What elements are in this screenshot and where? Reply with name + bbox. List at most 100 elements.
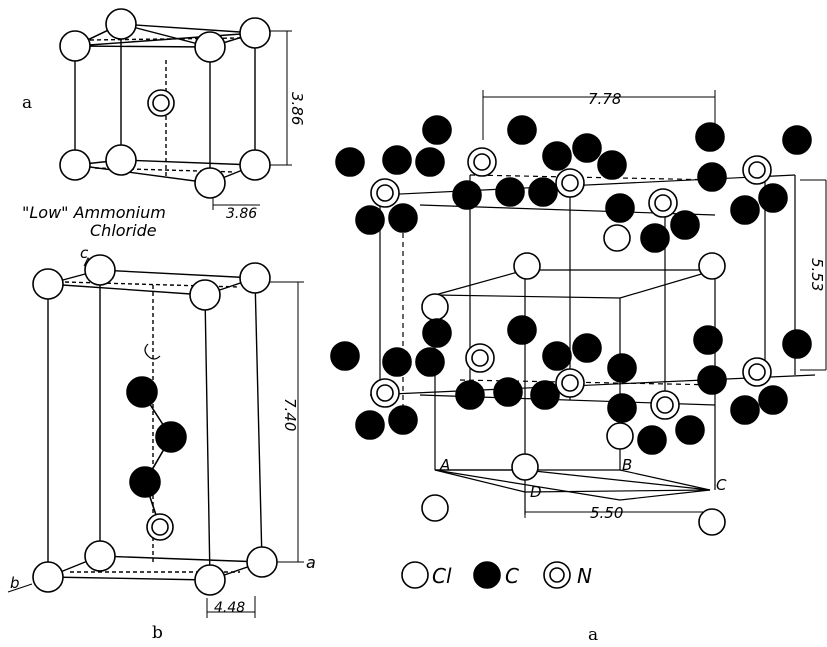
cl-atom: [189, 279, 221, 311]
cl-atom: [698, 252, 726, 280]
bottom-dimension-label: 5.50: [590, 504, 623, 522]
cl-atom: [59, 30, 91, 62]
c-atom: [388, 405, 418, 435]
c-atom: [388, 203, 418, 233]
c-atom: [758, 183, 788, 213]
cl-atom: [105, 144, 137, 176]
c-atom: [695, 122, 725, 152]
c-atom: [670, 210, 700, 240]
cl-atom: [239, 17, 271, 49]
cl-atom: [32, 268, 64, 300]
c-atom: [335, 147, 365, 177]
legend: Cl C N: [401, 561, 592, 589]
c-atom: [758, 385, 788, 415]
caption-line-2: Chloride: [90, 221, 157, 240]
n-atom: [648, 188, 678, 218]
c-atom: [637, 425, 667, 455]
c-atom: [355, 410, 385, 440]
c-atom: [605, 193, 635, 223]
c-atom: [640, 223, 670, 253]
c-atom: [422, 115, 452, 145]
c-atom: [415, 147, 445, 177]
c-atom: [572, 333, 602, 363]
n-atom: [742, 357, 772, 387]
height-dimension-label: 7.40: [281, 398, 299, 431]
n-atom: [370, 178, 400, 208]
n-atom: [146, 513, 174, 541]
cl-atom: [194, 167, 226, 199]
cl-atom: [84, 540, 116, 572]
cl-atom: [698, 508, 726, 536]
n-atom: [467, 147, 497, 177]
c-atom: [507, 115, 537, 145]
c-atom: [542, 141, 572, 171]
point-b-label: B: [622, 456, 632, 474]
c-atom: [155, 421, 187, 453]
n-atom: [742, 155, 772, 185]
c-atom: [528, 177, 558, 207]
legend-cl-label: Cl: [432, 564, 452, 588]
cl-atom: [194, 31, 226, 63]
c-atom: [495, 177, 525, 207]
cl-atom: [84, 254, 116, 286]
panel-a-letter: a: [22, 93, 32, 113]
c-atom: [330, 341, 360, 371]
axis-b-label: b: [10, 574, 20, 592]
c-atom: [422, 318, 452, 348]
point-c-label: C: [716, 476, 727, 494]
point-a-label: A: [439, 456, 450, 474]
c-atom: [693, 325, 723, 355]
cl-atom: [239, 149, 271, 181]
legend-c-icon: [473, 561, 501, 589]
cl-atom: [239, 262, 271, 294]
panel-low-ammonium-chloride: [74, 23, 292, 210]
c-atom: [782, 125, 812, 155]
cl-atom: [603, 224, 631, 252]
panel-right-letter: a: [588, 625, 598, 645]
top-dimension-label: 7.78: [588, 90, 621, 108]
c-atom: [452, 180, 482, 210]
panel-a-atoms: [59, 8, 271, 199]
c-atom: [697, 365, 727, 395]
c-atom: [782, 329, 812, 359]
c-atom: [455, 380, 485, 410]
c-atom: [675, 415, 705, 445]
c-atom: [493, 377, 523, 407]
n-atom: [555, 368, 585, 398]
panel-b-letter: b: [152, 623, 163, 643]
c-atom: [382, 347, 412, 377]
c-atom: [572, 133, 602, 163]
n-atom: [650, 390, 680, 420]
cl-atom: [194, 564, 226, 596]
caption-line-1: "Low" Ammonium: [22, 203, 166, 222]
c-atom: [530, 380, 560, 410]
cl-atom: [32, 561, 64, 593]
c-atom: [607, 393, 637, 423]
n-atom: [370, 378, 400, 408]
c-atom: [129, 466, 161, 498]
axis-a-label: a: [306, 553, 316, 572]
c-atom: [697, 162, 727, 192]
cl-atom: [513, 252, 541, 280]
panel-b-atoms: [32, 254, 278, 596]
panel-right-atoms: [330, 115, 812, 536]
axis-c-label: c: [80, 244, 89, 262]
legend-cl-icon: [401, 561, 429, 589]
c-atom: [730, 195, 760, 225]
c-atom: [730, 395, 760, 425]
n-atom: [147, 89, 175, 117]
cl-atom: [246, 546, 278, 578]
n-atom: [465, 343, 495, 373]
cl-atom: [606, 422, 634, 450]
c-atom: [507, 315, 537, 345]
c-atom: [355, 205, 385, 235]
height-dimension-label: 3.86: [288, 92, 306, 125]
legend-n-label: N: [577, 564, 592, 588]
c-atom: [126, 376, 158, 408]
cl-atom: [421, 293, 449, 321]
c-atom: [542, 341, 572, 371]
cl-atom: [511, 453, 539, 481]
cl-atom: [59, 149, 91, 181]
point-d-label: D: [530, 483, 542, 501]
